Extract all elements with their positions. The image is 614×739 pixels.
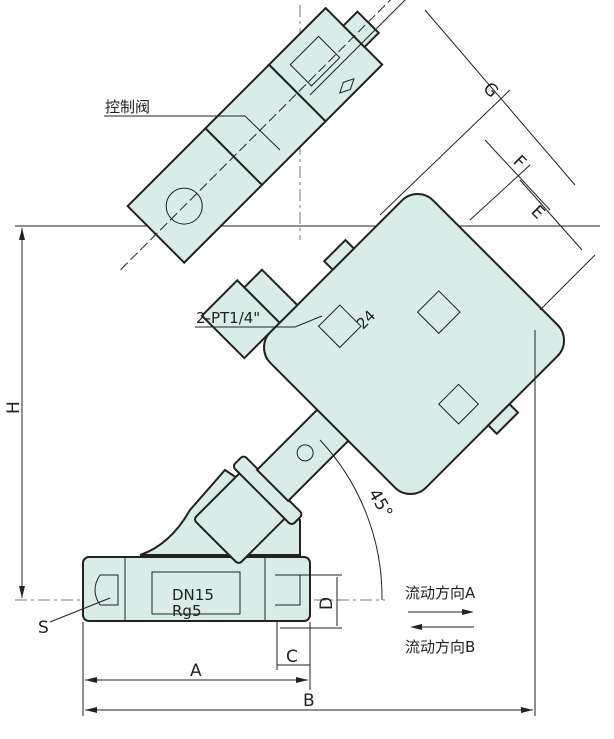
dimension-d: D — [280, 574, 342, 629]
dimension-a: A — [82, 622, 311, 716]
dimension-c: C — [276, 622, 310, 670]
dimension-h: H — [4, 225, 600, 598]
dim-a-label: A — [190, 661, 202, 681]
size-label: DN15 — [172, 586, 214, 604]
flow-b-label: 流动方向B — [405, 638, 475, 656]
flow-direction-legend: 流动方向A 流动方向B — [405, 584, 476, 656]
dim-s-label: S — [38, 618, 49, 638]
angle-label: 45° — [364, 486, 396, 522]
dim-g-label: G — [479, 79, 502, 102]
control-valve-label: 控制阀 — [105, 98, 150, 116]
dim-h-label: H — [4, 401, 24, 414]
dim-d-label: D — [317, 597, 337, 610]
dim-b-label: B — [303, 691, 315, 711]
port-label: 2-PT1/4" — [196, 309, 260, 327]
port-callout: 2-PT1/4" — [195, 309, 323, 328]
dim-c-label: C — [286, 647, 298, 667]
thread-label: Rg5 — [172, 602, 202, 620]
angle-arc — [319, 439, 383, 601]
dimension-b: B — [85, 330, 536, 716]
control-valve-callout: 控制阀 — [104, 98, 281, 151]
flow-a-label: 流动方向A — [405, 584, 476, 602]
actuator-assembly — [120, 0, 566, 564]
valve-body: DN15 Rg5 — [82, 468, 311, 622]
dim-e-label: E — [527, 202, 549, 224]
